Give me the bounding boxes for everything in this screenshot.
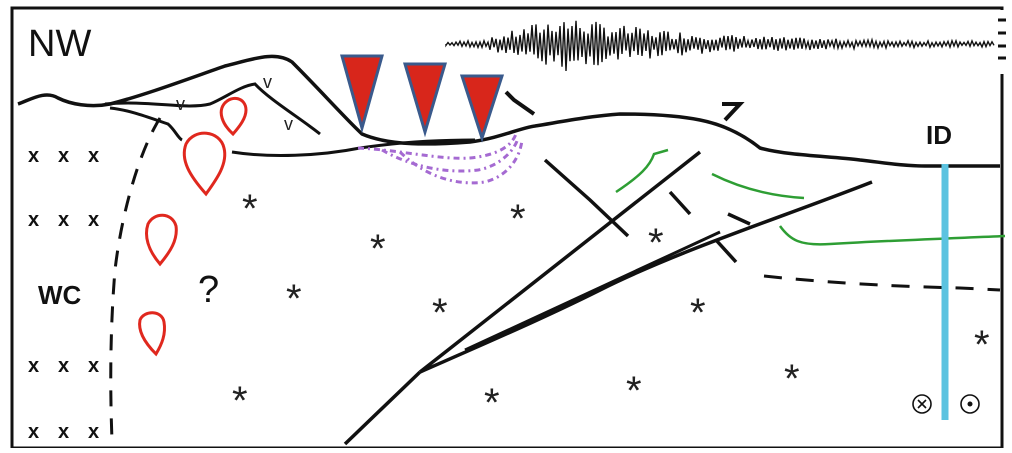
into-page-symbol (912, 394, 932, 414)
volcanic-mark: v (176, 94, 185, 114)
ridge-line (104, 82, 321, 136)
intrusive-star: * (784, 357, 800, 401)
fault-line-5 (464, 230, 721, 352)
intrusive-star: * (242, 187, 258, 231)
label-nw: NW (28, 23, 91, 65)
topography-line (17, 54, 1000, 168)
intrusive-star-marks: * * * * * * * * * * * * (232, 187, 990, 425)
circled-x-icon (912, 394, 932, 414)
intrusive-star: * (484, 381, 500, 425)
label-question: ? (198, 269, 219, 311)
lobe-line (109, 106, 183, 142)
fault-line-3 (419, 180, 873, 374)
magma-drop-icon (182, 131, 227, 197)
volcanic-mark: v (284, 114, 293, 134)
green-layer-2 (711, 172, 805, 200)
intrusive-star: * (232, 379, 248, 423)
magma-drops (138, 96, 248, 357)
basement-x-marks: x x x x x x x x x x x x (28, 145, 99, 443)
basement-x: x (88, 209, 99, 231)
arrow-right-icon (722, 102, 745, 122)
station-triangle-icon (459, 74, 505, 143)
purple-dashed-arcs (357, 133, 524, 185)
basement-x: x (28, 355, 39, 377)
basement-boundary-dashed (763, 274, 1001, 292)
label-id: ID (926, 120, 952, 150)
intrusive-star: * (286, 277, 302, 321)
basement-x: x (88, 355, 99, 377)
green-layer-1 (615, 148, 669, 194)
label-wc: WC (38, 280, 82, 310)
basement-x: x (28, 209, 39, 231)
intrusive-star: * (974, 323, 990, 367)
basement-x: x (28, 145, 39, 167)
intrusive-star: * (370, 227, 386, 271)
fault-line-1 (343, 370, 422, 446)
magma-drop-icon (145, 213, 178, 267)
intrusive-star: * (432, 291, 448, 335)
intrusive-star: * (690, 291, 706, 335)
wc-boundary-dashed (109, 117, 162, 441)
intrusive-star: * (626, 369, 642, 413)
basement-x: x (58, 145, 69, 167)
seismic-station-triangles (340, 54, 505, 143)
volcanic-mark: v (263, 72, 272, 92)
basement-x: x (88, 421, 99, 443)
station-triangle-icon (402, 62, 448, 138)
seismogram-trace (438, 10, 1008, 74)
intrusive-star: * (510, 197, 526, 241)
basement-x: x (58, 421, 69, 443)
intrusive-star: * (648, 221, 664, 265)
fault-line-2 (418, 150, 702, 374)
arrow-left-icon (504, 90, 536, 116)
basement-x: x (88, 145, 99, 167)
fault-tick (714, 238, 738, 264)
magma-drop-icon (219, 96, 248, 137)
fault-line-4 (543, 158, 630, 238)
fault-tick (668, 190, 692, 216)
station-triangle-icon (340, 54, 384, 134)
magma-drop-icon (138, 311, 166, 357)
circled-dot-icon (960, 394, 980, 414)
basement-x: x (58, 355, 69, 377)
basement-x: x (28, 421, 39, 443)
basement-x: x (58, 209, 69, 231)
green-layer-3 (778, 225, 1006, 246)
out-of-page-symbol (960, 394, 980, 414)
fault-tick (727, 212, 751, 226)
